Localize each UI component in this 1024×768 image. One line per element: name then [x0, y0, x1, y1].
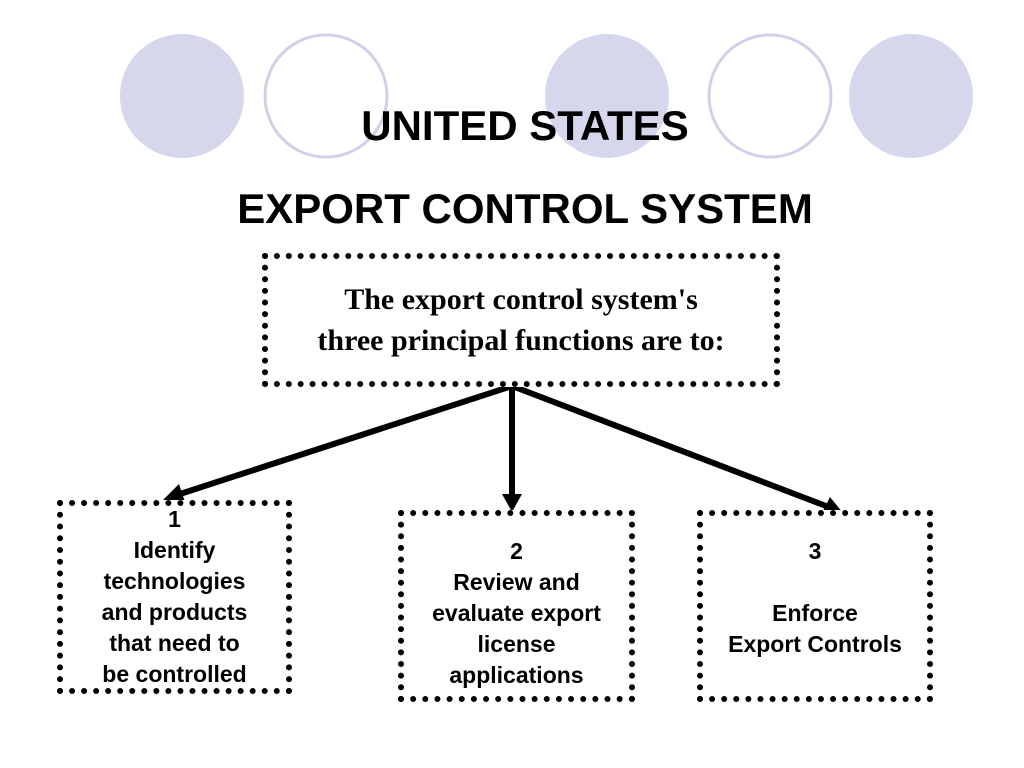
decorative-circle-outline [707, 33, 833, 159]
arrow-to-function-1 [177, 383, 515, 497]
decorative-circle-outline [263, 33, 389, 159]
principal-functions-line-2: three principal functions are to: [317, 324, 725, 357]
function-box-3: 3 Enforce Export Controls [697, 510, 933, 702]
decorative-circle-filled [545, 34, 669, 158]
function-text-line: evaluate export [432, 600, 601, 626]
principal-functions-line-1: The export control system's [344, 283, 698, 316]
arrow-to-function-3 [509, 383, 829, 509]
function-text-line: Review and [453, 569, 580, 595]
function-text-line: Enforce [772, 600, 858, 626]
title-line-1: UNITED STATES [361, 102, 689, 149]
title-line-2: EXPORT CONTROL SYSTEM [237, 185, 813, 232]
principal-functions-box: The export control system's three princi… [262, 253, 780, 387]
decorative-circles [120, 33, 973, 159]
decorative-circle-filled [120, 34, 244, 158]
function-box-1: 1 Identify technologies and products tha… [57, 500, 292, 694]
function-text-line: license [477, 631, 556, 657]
function-text-line: and products [101, 599, 248, 625]
function-number: 3 [808, 538, 822, 564]
function-text-line: technologies [103, 568, 246, 594]
arrowhead-1 [163, 484, 185, 502]
function-number: 1 [168, 506, 181, 532]
function-text-line: that need to [109, 630, 240, 656]
function-text-line: Identify [133, 537, 216, 563]
arrowhead-2 [502, 494, 522, 512]
function-text-line: be controlled [102, 661, 247, 687]
function-text-line: Export Controls [728, 631, 902, 657]
function-box-2: 2 Review and evaluate export license app… [398, 510, 635, 702]
decorative-circle-filled [849, 34, 973, 158]
function-number: 2 [510, 538, 523, 564]
function-text-line: applications [449, 662, 584, 688]
